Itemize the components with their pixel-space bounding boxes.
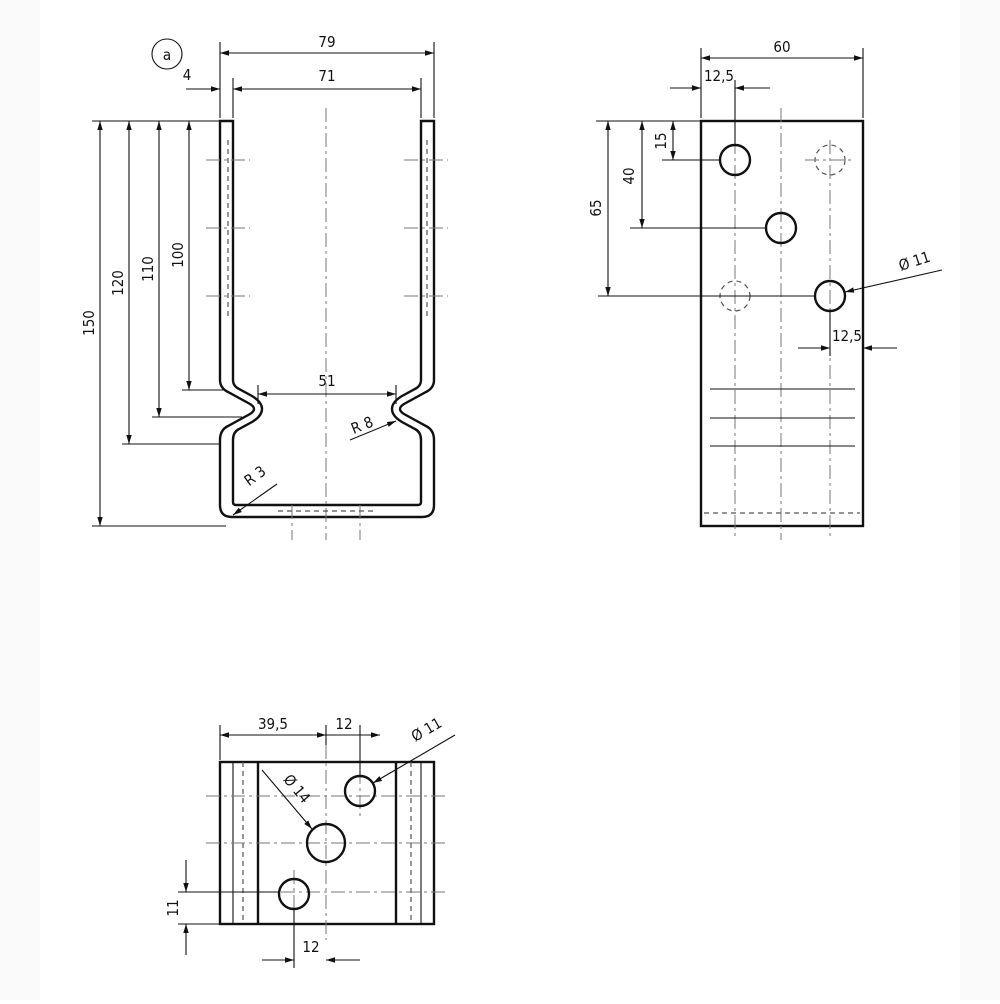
dim-12-5-right: 12,5	[832, 327, 862, 345]
dim-150: 150	[80, 310, 98, 336]
bottom-hole-small-bottom	[277, 877, 311, 911]
dim-diameter-11-bottom: Ø 11	[408, 714, 445, 746]
dim-60: 60	[773, 38, 790, 56]
leader-r8	[349, 420, 397, 441]
front-view: a 79 71	[80, 33, 448, 540]
dim-120: 120	[109, 270, 127, 296]
dim-110: 110	[139, 256, 157, 282]
side-outline	[699, 119, 865, 528]
leader-diameter-14	[261, 769, 313, 830]
detail-label-circle	[151, 38, 183, 70]
dim-100: 100	[169, 242, 187, 268]
leader-diameter-11-side	[844, 269, 943, 293]
dim-diameter-14: Ø 14	[280, 771, 314, 807]
dim-diameter-11-side: Ø 11	[896, 248, 932, 275]
dim-12-5-top: 12,5	[704, 67, 734, 85]
dim-15: 15	[652, 132, 670, 149]
side-view: 60 12,5 15 40 65 Ø 11 12,5	[587, 38, 943, 540]
dim-79: 79	[318, 33, 335, 51]
bottom-view: 39,5 12 Ø 11 Ø 14 11 12	[164, 714, 456, 968]
dim-65: 65	[587, 199, 605, 216]
front-outer-contour	[218, 119, 436, 519]
dim-51: 51	[318, 372, 335, 390]
dim-12-bottom: 12	[302, 938, 319, 956]
dim-39-5: 39,5	[258, 715, 288, 733]
sheet-margin-right	[960, 0, 1000, 1000]
radius-r3: R 3	[241, 462, 270, 490]
dim-71: 71	[318, 67, 335, 85]
radius-r8: R 8	[348, 413, 375, 438]
leader-diameter-11-bottom	[372, 734, 456, 784]
bottom-hole-large	[305, 822, 347, 864]
dim-4: 4	[183, 66, 192, 84]
dim-11: 11	[164, 899, 182, 916]
dim-40: 40	[620, 167, 638, 184]
bottom-hole-small-top	[343, 774, 377, 808]
dim-12-top: 12	[335, 715, 352, 733]
sheet-margin-left	[0, 0, 40, 1000]
leader-r3	[232, 483, 278, 516]
detail-label: a	[163, 46, 171, 64]
